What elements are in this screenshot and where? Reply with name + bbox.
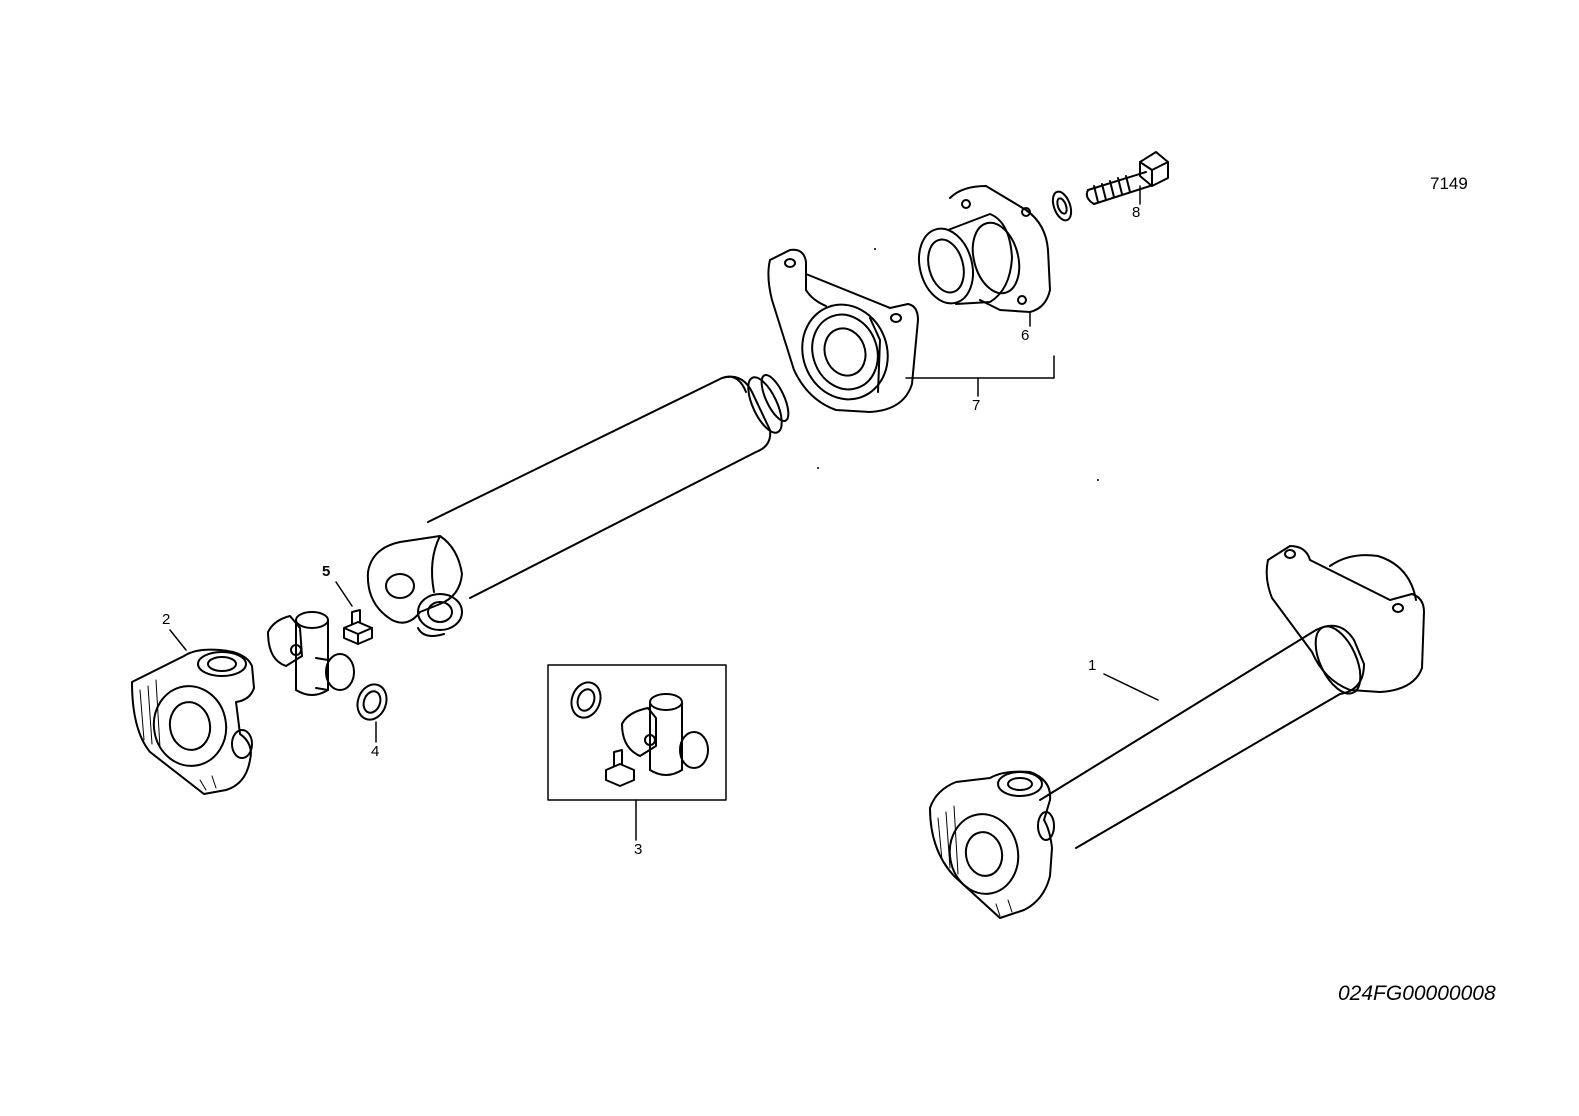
reference-code: 024FG00000008 (1338, 982, 1496, 1005)
universal-joint-cross (267, 611, 355, 696)
callout-7: 7 (972, 397, 981, 414)
hex-bolt (1085, 151, 1169, 205)
document-id: 7149 (1430, 174, 1468, 193)
lock-washer (1051, 190, 1073, 222)
callout-2: 2 (162, 611, 171, 628)
assembled-drive-shaft (929, 545, 1425, 919)
callout-3: 3 (634, 841, 643, 858)
shaft-yoke (366, 535, 463, 637)
splined-flange (918, 185, 1051, 313)
grease-fitting (343, 609, 373, 645)
center-bearing-bracket (767, 248, 919, 413)
callout-8: 8 (1132, 204, 1141, 221)
repair-kit-box (547, 664, 727, 841)
callout-leaders-left (169, 581, 377, 743)
seal-ring (356, 683, 388, 721)
callout-1: 1 (1088, 657, 1097, 674)
callout-4: 4 (371, 743, 380, 760)
callout-5: 5 (322, 563, 331, 580)
end-yoke (131, 648, 255, 795)
callout-bracket-7 (905, 185, 1141, 397)
callout-6: 6 (1021, 327, 1030, 344)
drive-shaft-tube (427, 374, 790, 599)
